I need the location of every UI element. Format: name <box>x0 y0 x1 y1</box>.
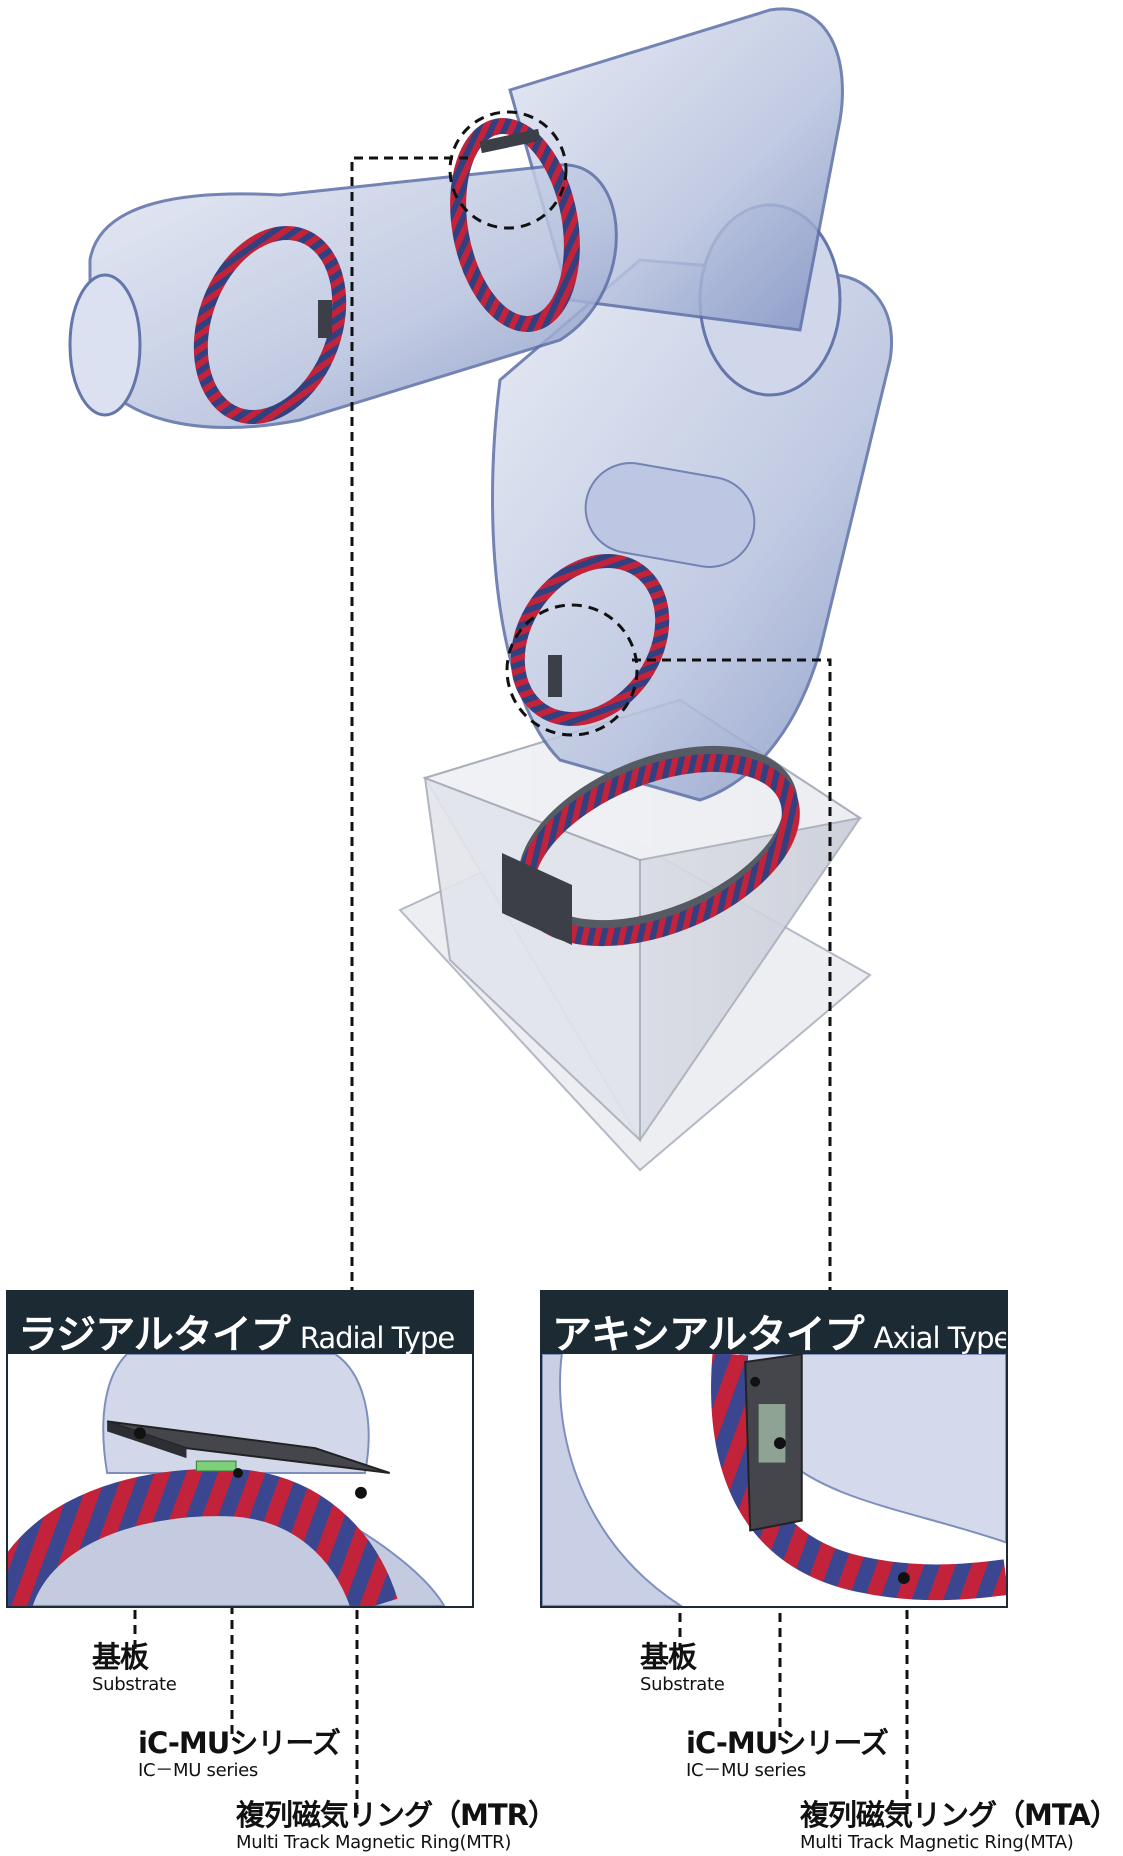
axial-type-panel: アキシアルタイプ Axial Type <box>540 1290 1008 1608</box>
radial-title-en: Radial Type <box>299 1321 455 1355</box>
axial-panel-header: アキシアルタイプ Axial Type <box>542 1292 1008 1358</box>
leader-line-radial <box>350 156 468 1292</box>
axial-title-en: Axial Type <box>873 1321 1008 1355</box>
axial-closeup-illustration <box>542 1354 1006 1606</box>
dashed-highlight-circle-elbow <box>505 603 639 737</box>
radial-panel-header: ラジアルタイプ Radial Type <box>8 1292 472 1358</box>
radial-ring-label: 複列磁気リング（MTR） Multi Track Magnetic Ring(M… <box>236 1798 557 1853</box>
ic-chip-axial <box>757 1403 787 1464</box>
magnetic-ring-wrist <box>193 226 347 424</box>
leader-line-axial <box>632 658 832 1292</box>
axial-ring-label: 複列磁気リング（MTA） Multi Track Magnetic Ring(M… <box>800 1798 1119 1853</box>
axial-icmu-label: iC-MUシリーズ IC－MU series <box>686 1726 889 1781</box>
radial-substrate-label: 基板 Substrate <box>92 1640 177 1695</box>
magnetic-ring-shoulder <box>450 118 580 332</box>
dashed-highlight-circle-shoulder <box>448 110 568 230</box>
ic-chip-radial <box>195 1460 237 1472</box>
radial-closeup-illustration <box>8 1354 472 1606</box>
magnetic-ring-elbow <box>510 554 670 726</box>
radial-title-jp: ラジアルタイプ <box>18 1312 291 1358</box>
magnetic-ring-base <box>502 745 800 947</box>
axial-title-jp: アキシアルタイプ <box>552 1312 865 1358</box>
radial-icmu-label: iC-MUシリーズ IC－MU series <box>138 1726 341 1781</box>
axial-substrate-label: 基板 Substrate <box>640 1640 725 1695</box>
robot-forearm <box>68 163 618 429</box>
radial-type-panel: ラジアルタイプ Radial Type <box>6 1290 474 1608</box>
